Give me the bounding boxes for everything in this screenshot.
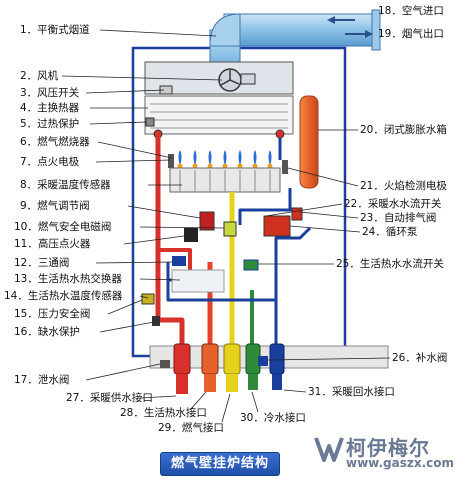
label-18: 18．空气进口 (378, 5, 444, 17)
label-4: 4．主换热器 (20, 102, 80, 114)
dhw-flow-switch (243, 259, 259, 271)
circulation-pump (263, 215, 291, 237)
label-8: 8．采暖温度传感器 (20, 179, 111, 191)
brand-url: www.gaszx.com (346, 456, 455, 470)
label-29: 29．燃气接口 (158, 422, 224, 434)
label-16: 16．缺水保护 (14, 326, 80, 338)
label-21: 21．火焰检测电极 (360, 180, 447, 192)
label-13: 13．生活热水热交换器 (14, 273, 122, 285)
label-31: 31．采暖回水接口 (308, 386, 395, 398)
burner-flame-tips (177, 163, 273, 169)
high-voltage-igniter (184, 228, 198, 242)
label-12: 12．三通阀 (14, 257, 70, 269)
label-17: 17．泄水阀 (14, 374, 70, 386)
label-6: 6．燃气燃烧器 (20, 136, 90, 148)
label-20: 20．闭式膨胀水箱 (360, 124, 447, 136)
bottom-connectors (173, 343, 285, 394)
fill-valve (258, 356, 268, 366)
label-9: 9．燃气调节阀 (20, 200, 90, 212)
label-28: 28．生活热水接口 (120, 407, 207, 419)
label-24: 24．循环泵 (362, 226, 418, 238)
overheat-protector (145, 117, 155, 127)
gas-valve-red (199, 211, 215, 231)
label-23: 23．自动排气阀 (360, 212, 437, 224)
label-7: 7．点火电极 (20, 156, 80, 168)
label-11: 11．高压点火器 (14, 238, 91, 250)
label-27: 27．采暖供水接口 (66, 392, 153, 404)
label-30: 30．冷水接口 (240, 412, 306, 424)
air-arrow-icon (327, 16, 355, 24)
label-26: 26．补水阀 (392, 352, 448, 364)
heating-supply-pipe (155, 135, 192, 355)
label-10: 10．燃气安全电磁阀 (14, 221, 112, 233)
label-22: 22．采暖水水流开关 (344, 198, 442, 210)
label-19: 19．烟气出口 (378, 28, 444, 40)
label-5: 5．过热保护 (20, 118, 80, 130)
brand-watermark: 柯伊梅尔 www.gaszx.com (314, 432, 454, 472)
diagram-title: 燃气壁挂炉结构 (160, 452, 280, 476)
label-14: 14．生活热水温度传感器 (4, 290, 123, 302)
brand-name: 柯伊梅尔 (346, 436, 430, 460)
label-25: 25．生活热水水流开关 (336, 258, 444, 270)
leader-lines-right (258, 129, 391, 393)
flue-arrow-icon (345, 30, 373, 38)
gas-safety-solenoid (223, 221, 237, 237)
label-1: 1．平衡式烟道 (20, 24, 90, 36)
burner-nozzles (179, 170, 271, 192)
burner-flames (178, 150, 272, 166)
fan-icon (218, 68, 256, 92)
leader-lines-left (61, 29, 225, 381)
label-3: 3．风压开关 (20, 87, 80, 99)
main-heat-exchanger (144, 95, 294, 139)
drain-valve (160, 360, 170, 368)
label-2: 2．风机 (20, 70, 59, 82)
pressure-safety-valve (141, 293, 155, 305)
ignition-electrode (168, 154, 174, 168)
expansion-tank (299, 95, 319, 189)
auto-air-vent (291, 207, 303, 221)
brand-logo-icon (314, 437, 344, 462)
dhw-heat-exchanger (171, 269, 225, 293)
leader-lines-bottom (139, 391, 259, 423)
label-15: 15．压力安全阀 (14, 308, 91, 320)
flame-detection-electrode (282, 160, 288, 174)
three-way-valve (172, 256, 186, 266)
low-water-protector (152, 316, 160, 326)
